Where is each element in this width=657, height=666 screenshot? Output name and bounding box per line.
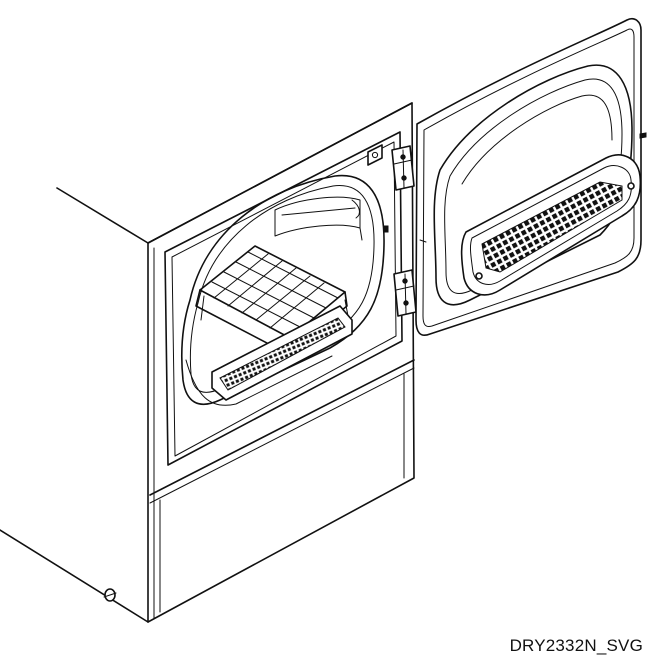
- cabinet-top: [56, 102, 413, 244]
- cabinet: [0, 102, 415, 623]
- filter-screw-icon: [627, 182, 635, 190]
- lint-filter-cabinet: [211, 305, 353, 401]
- adjustable-foot: [103, 588, 117, 602]
- drum-back-wall: [274, 196, 361, 237]
- cabinet-side: [0, 242, 149, 623]
- door-frame: [164, 131, 403, 466]
- door-edge-tab: [639, 132, 647, 139]
- filter-screw-icon: [475, 272, 483, 280]
- drying-rack: [195, 245, 349, 355]
- door: [415, 17, 647, 336]
- door-switch-icon: [367, 144, 383, 166]
- drum-opening: [181, 174, 385, 405]
- figure-caption: DRY2332N_SVG: [509, 636, 643, 655]
- kick-panel: [149, 359, 415, 496]
- lint-filter-door: [460, 154, 642, 296]
- door-opening: [164, 131, 403, 466]
- hinges: [391, 145, 417, 317]
- door-catch: [383, 225, 389, 233]
